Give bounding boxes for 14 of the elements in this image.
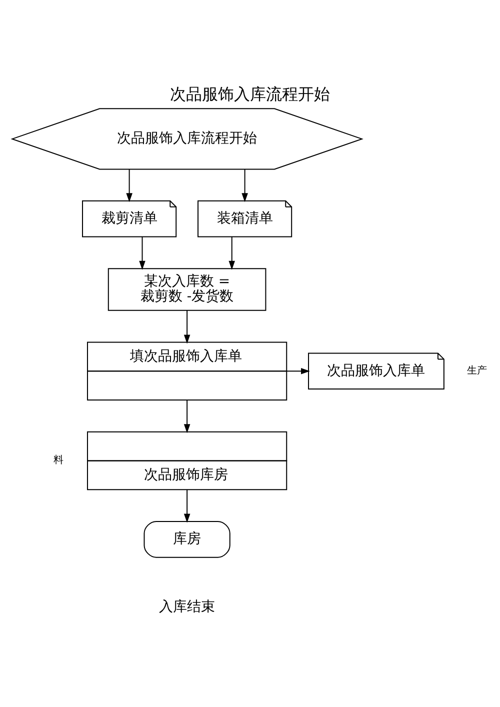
arrow — [228, 236, 235, 270]
node-label: 入库结束 — [159, 598, 216, 614]
diagram-title: 次品服饰入库流程开始 — [170, 84, 330, 104]
node-box: 库房 — [144, 520, 230, 558]
arrow — [184, 489, 190, 522]
arrow — [242, 168, 248, 202]
label: 生产 — [466, 365, 487, 376]
arrow — [286, 368, 310, 374]
label: 料 — [54, 454, 64, 466]
arrow — [126, 168, 132, 202]
node-box: 某次入库数 = 裁剪数 -发货数 — [108, 268, 266, 310]
arrow — [184, 310, 190, 344]
arrow — [139, 236, 146, 270]
arrow — [184, 399, 190, 433]
